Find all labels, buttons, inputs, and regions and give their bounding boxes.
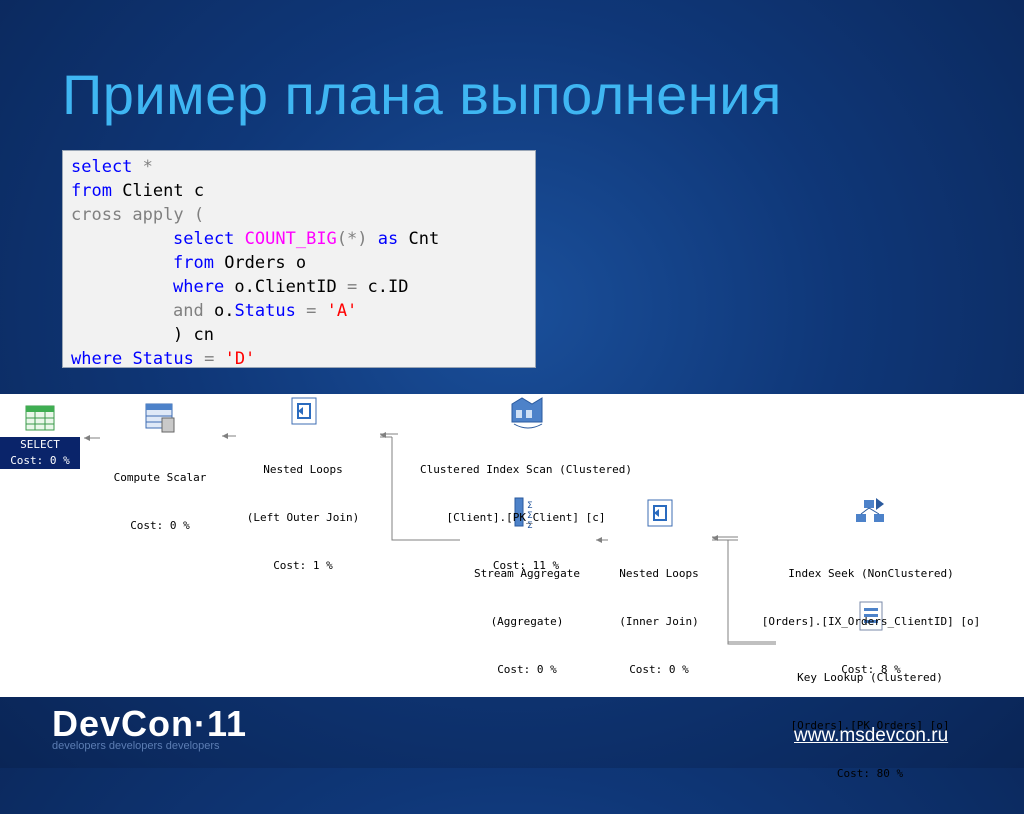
- devcon-logo: DevCon·11: [52, 703, 248, 744]
- node-sub: (Left Outer Join): [246, 511, 360, 524]
- nested-loops-inner-icon: [647, 499, 673, 527]
- kw-as: as: [377, 229, 399, 249]
- plan-node-select[interactable]: SELECT Cost: 0 %: [0, 437, 80, 469]
- index-seek-icon: [856, 498, 884, 522]
- node-cost: Cost: 0 %: [629, 663, 689, 676]
- code-line-3: cross apply (: [71, 205, 205, 225]
- node-cost: Cost: 8 %: [841, 663, 901, 676]
- node-sub: (Inner Join): [619, 615, 699, 628]
- kw-status: Status: [132, 349, 194, 369]
- key-lookup-icon: [859, 601, 883, 631]
- kw-from: from: [173, 253, 214, 273]
- kw-from: from: [71, 181, 112, 201]
- node-label: Nested Loops: [619, 567, 699, 580]
- code-text: Client c: [111, 181, 205, 201]
- node-cost: Cost: 80 %: [836, 767, 904, 780]
- code-line-2: from Client c: [71, 179, 204, 203]
- code-op: =: [295, 301, 327, 321]
- code-op: =: [193, 349, 225, 369]
- code-star: *: [132, 157, 153, 177]
- kw-where: where: [173, 277, 225, 297]
- footer-url-link[interactable]: www.msdevcon.ru: [794, 725, 949, 746]
- node-label: Key Lookup (Clustered): [797, 671, 943, 684]
- plan-connectors: Σ Σ Σ: [25, 397, 884, 645]
- code-text: Orders o: [213, 253, 307, 273]
- code-line-8: ) cn: [173, 325, 214, 345]
- execution-plan-panel: Σ Σ Σ SELECT Cost: 0 %: [0, 394, 1024, 780]
- kw-where: where: [71, 349, 123, 369]
- node-label: Stream Aggregate: [474, 567, 580, 580]
- node-cost: Cost: 11 %: [492, 559, 560, 572]
- node-label: Compute Scalar: [113, 471, 207, 484]
- node-sub: [Client].[PK_Client] [c]: [446, 511, 606, 524]
- code-line-6: where o.ClientID = c.ID: [173, 275, 408, 299]
- plan-node-nested-loops-outer[interactable]: Nested Loops (Left Outer Join) Cost: 1 %: [232, 430, 374, 606]
- node-label: SELECT: [20, 438, 60, 451]
- code-text: o.: [203, 301, 235, 321]
- slide-title: Пример плана выполнения: [62, 63, 782, 126]
- kw-select: select: [173, 229, 235, 249]
- node-sub: [Orders].[PK_Orders] [o]: [790, 719, 950, 732]
- stream-aggregate-icon: Σ Σ Σ: [514, 497, 533, 531]
- kw-select: select: [71, 157, 133, 177]
- sql-code-box: select * from Client c cross apply ( sel…: [62, 150, 536, 371]
- node-label: Nested Loops: [263, 463, 343, 476]
- code-string: 'A': [326, 301, 358, 321]
- node-label: Clustered Index Scan (Clustered): [420, 463, 632, 476]
- plan-node-clustered-index-scan[interactable]: Clustered Index Scan (Clustered) [Client…: [398, 430, 654, 606]
- code-text: Cnt: [398, 229, 440, 249]
- select-icon: [25, 405, 55, 431]
- plan-node-index-seek[interactable]: Index Seek (NonClustered) [Orders].[IX_O…: [740, 534, 1002, 710]
- plan-node-stream-aggregate[interactable]: Stream Aggregate (Aggregate) Cost: 0 %: [460, 534, 594, 710]
- node-sub: [Orders].[IX_Orders_ClientID] [o]: [761, 615, 981, 628]
- clustered-index-scan-icon: [511, 397, 543, 429]
- plan-node-compute-scalar[interactable]: Compute Scalar Cost: 0 %: [100, 438, 220, 566]
- nested-loops-icon: [291, 397, 317, 425]
- code-line-4: select COUNT_BIG(*) as Cnt: [173, 227, 439, 251]
- code-text: o.ClientID: [224, 277, 348, 297]
- code-paren: (*): [336, 229, 368, 249]
- code-line-1: select *: [71, 155, 153, 179]
- plan-node-nested-loops-inner[interactable]: Nested Loops (Inner Join) Cost: 0 %: [606, 534, 712, 710]
- node-label: Index Seek (NonClustered): [788, 567, 954, 580]
- code-string: 'D': [224, 349, 256, 369]
- kw-status: Status: [234, 301, 296, 321]
- code-text: c.ID: [357, 277, 409, 297]
- fn-count-big: COUNT_BIG: [244, 229, 337, 249]
- svg-text:Σ: Σ: [527, 511, 533, 521]
- svg-text:Σ: Σ: [527, 521, 533, 531]
- kw-and: and: [173, 301, 204, 321]
- devcon-tagline: developers developers developers: [52, 740, 220, 752]
- code-line-5: from Orders o: [173, 251, 306, 275]
- code-line-7: and o.Status = 'A': [173, 299, 357, 323]
- code-line-9: where Status = 'D': [71, 347, 255, 371]
- svg-text:Σ: Σ: [527, 501, 533, 511]
- node-cost: Cost: 1 %: [273, 559, 333, 572]
- code-op: =: [347, 277, 358, 297]
- node-cost: Cost: 0 %: [497, 663, 557, 676]
- compute-scalar-icon: [145, 403, 175, 433]
- node-cost: Cost: 0 %: [130, 519, 190, 532]
- node-sub: (Aggregate): [490, 615, 564, 628]
- node-cost: Cost: 0 %: [10, 454, 70, 467]
